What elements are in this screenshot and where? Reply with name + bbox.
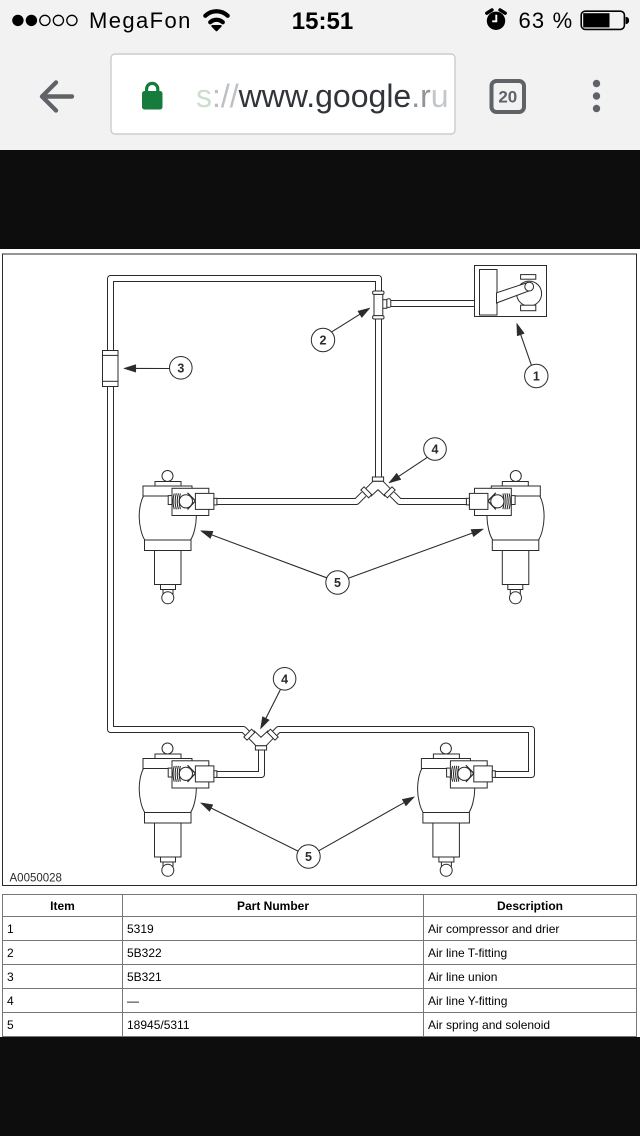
svg-text:3: 3 — [177, 362, 184, 376]
svg-text:4: 4 — [432, 443, 439, 457]
svg-text:MegaFon: MegaFon — [89, 8, 192, 33]
svg-text:20: 20 — [498, 88, 517, 107]
svg-text:5: 5 — [305, 850, 312, 864]
svg-text:4: 4 — [281, 673, 288, 687]
svg-text:s://www.google.ru: s://www.google.ru — [196, 78, 449, 114]
svg-text:63 %: 63 % — [519, 8, 574, 33]
svg-text:1: 1 — [533, 370, 540, 384]
svg-text:A0050028: A0050028 — [10, 873, 62, 885]
svg-text:5: 5 — [334, 576, 341, 590]
svg-text:15:51: 15:51 — [292, 8, 353, 35]
svg-text:2: 2 — [320, 334, 327, 348]
